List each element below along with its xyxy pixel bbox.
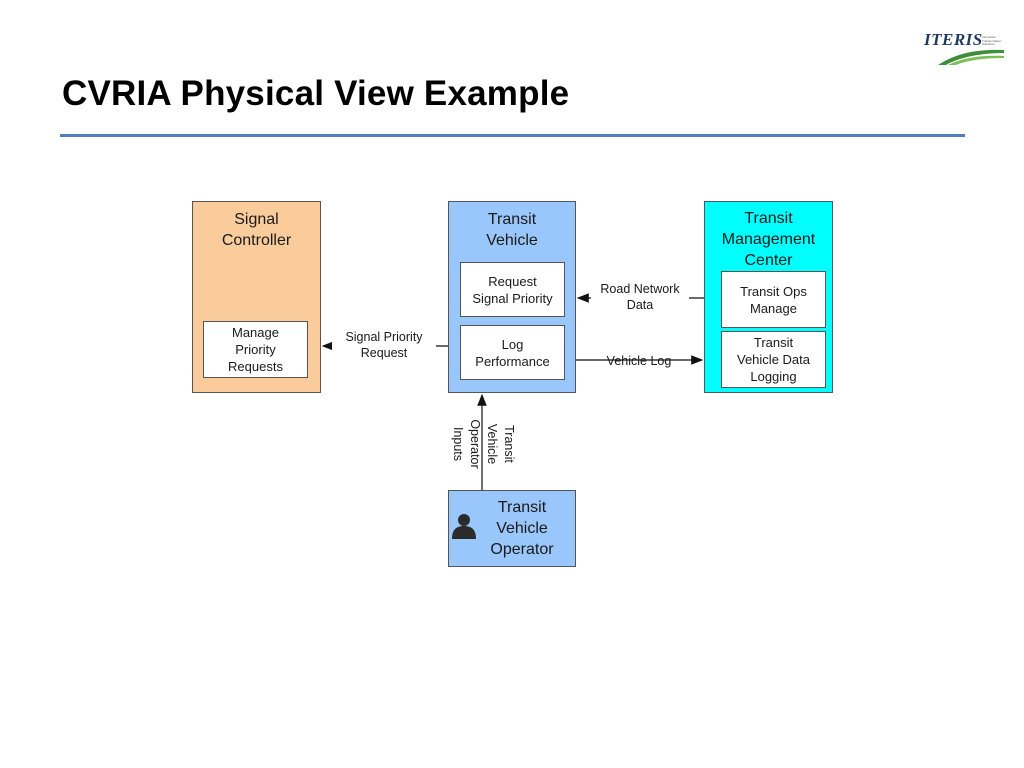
transit-vehicle-title: Transit Vehicle — [486, 211, 538, 249]
person-icon — [452, 514, 476, 539]
operator-inputs-label: Transit Vehicle Operator Inputs — [451, 419, 516, 469]
signal-controller-title: Signal Controller — [221, 211, 292, 249]
manage-priority-requests-box: Manage Priority Requests — [203, 321, 308, 378]
transit-vehicle-operator-title: Transit Vehicle Operator — [490, 499, 554, 558]
transit-vehicle-operator-box: Transit Vehicle Operator — [448, 490, 576, 567]
transit-vehicle-data-logging-box: Transit Vehicle Data Logging — [721, 331, 826, 388]
title-divider — [60, 134, 965, 137]
transit-management-center-box: Transit Management Center Transit Ops Ma… — [704, 201, 833, 393]
log-performance-box: Log Performance — [460, 325, 565, 380]
transit-ops-manage-box: Transit Ops Manage — [721, 271, 826, 328]
request-signal-priority-box: Request Signal Priority — [460, 262, 565, 317]
signal-controller-box: Signal Controller Manage Priority Reques… — [192, 201, 321, 393]
logo-tagline: Innovative Transportation Solutions — [982, 35, 1002, 46]
road-swoosh-icon — [938, 49, 1004, 65]
slide-title: CVRIA Physical View Example — [62, 74, 570, 113]
transit-management-center-title: Transit Management Center — [721, 210, 816, 269]
signal-priority-request-label: Signal Priority Request — [332, 329, 436, 361]
logo-wordmark: ITERIS — [924, 30, 983, 49]
vehicle-log-label: Vehicle Log — [606, 354, 672, 368]
transit-vehicle-box: Transit Vehicle Request Signal Priority … — [448, 201, 576, 393]
iteris-logo: ITERIS Innovative Transportation Solutio… — [924, 30, 1006, 66]
road-network-data-label: Road Network Data — [591, 281, 689, 313]
